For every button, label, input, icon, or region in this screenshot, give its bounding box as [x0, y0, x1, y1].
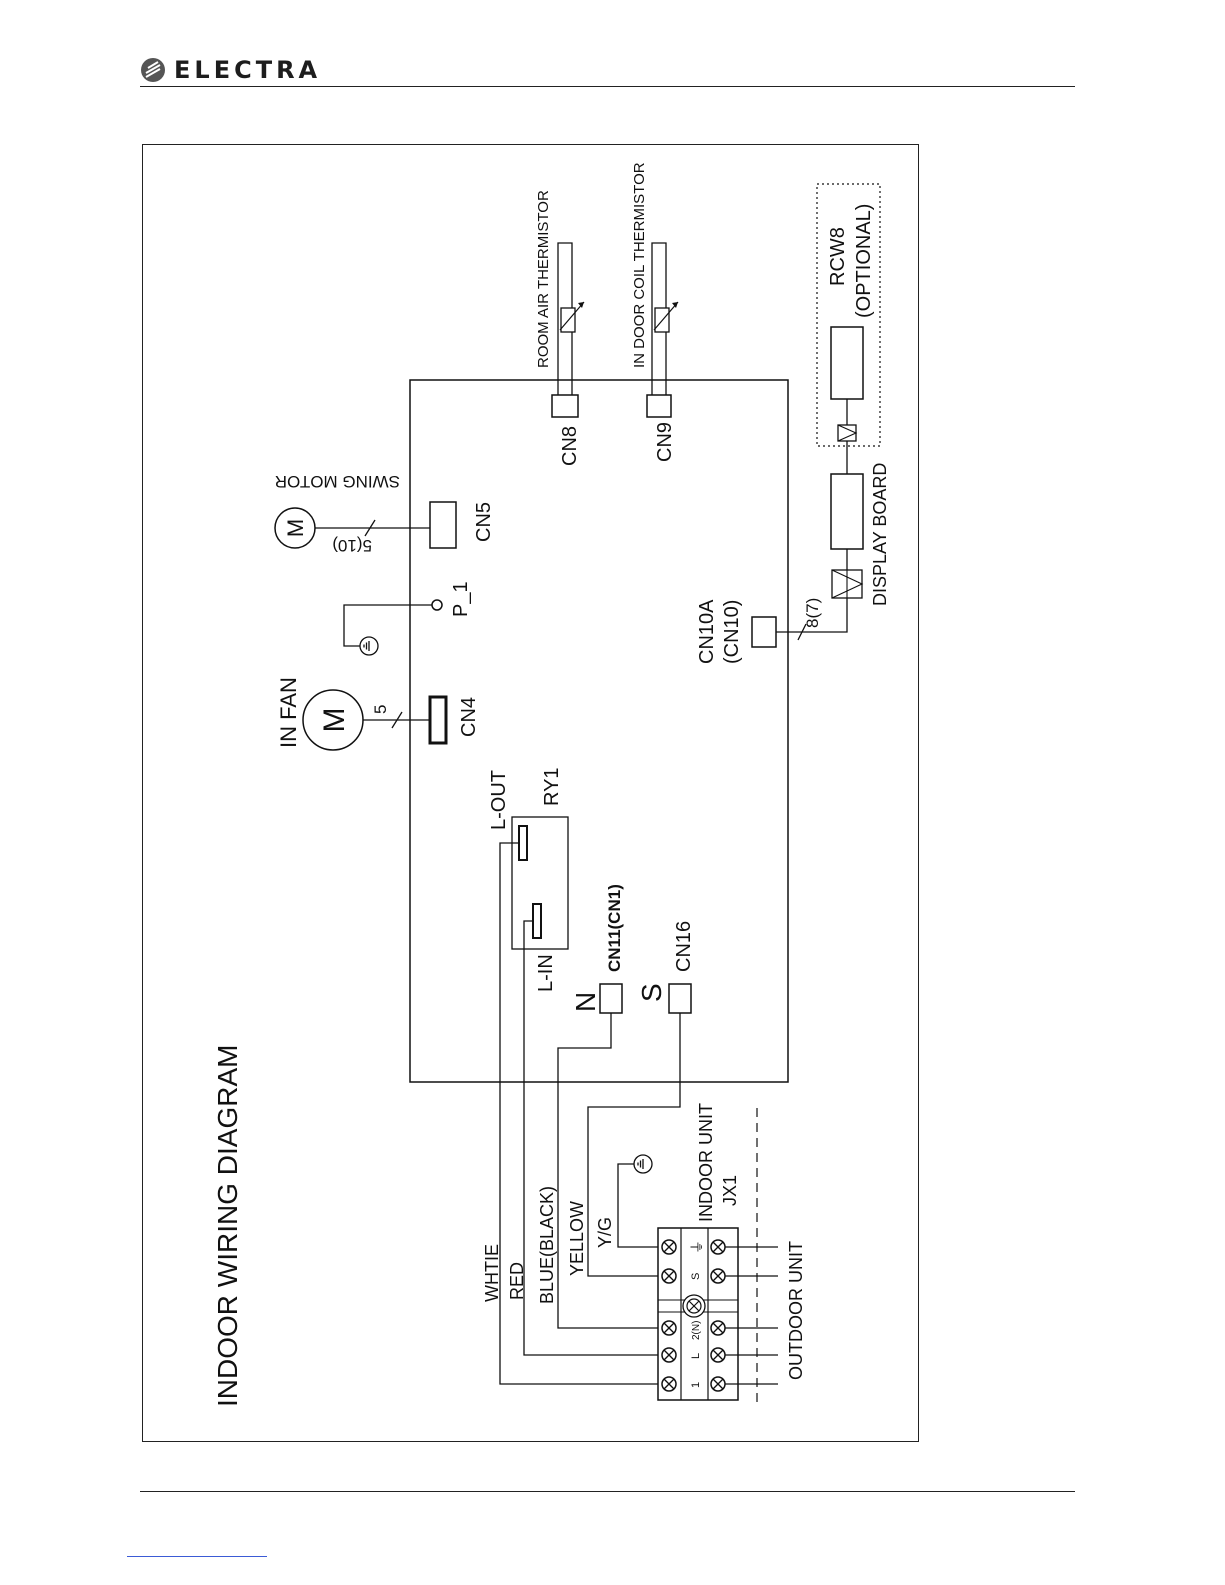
swing-motor-label: SWING MOTOR [275, 472, 400, 491]
in-fan-label: IN FAN [276, 677, 301, 748]
terminal-label-l: L [690, 1353, 702, 1359]
cn16-label: CN16 [673, 921, 695, 972]
n-label: N [570, 992, 601, 1012]
indoor-coil-thermistor-label: IN DOOR COIL THERMISTOR [631, 162, 648, 368]
terminal-label-s: S [690, 1273, 702, 1280]
cn10-label: (CN10) [721, 600, 743, 664]
wire-label-blue-black: BLUE(BLACK) [537, 1186, 557, 1304]
swing-wire-label: 5(10) [332, 536, 372, 555]
wire-label-whtie: WHTIE [482, 1244, 502, 1302]
cn9-connector [647, 395, 671, 417]
wire-label-yellow: YELLOW [567, 1201, 587, 1276]
p1-ground: P_1 [344, 581, 472, 655]
jx1-label: JX1 [720, 1175, 740, 1206]
relay-l-out-terminal [519, 826, 527, 860]
yg-ground-icon [634, 1155, 652, 1173]
p1-label: P_1 [450, 581, 472, 617]
cn10a-connector [752, 617, 776, 647]
outdoor-unit-label: OUTDOOR UNIT [786, 1241, 806, 1380]
fan-wire-label: 5 [371, 705, 390, 714]
rcw8-label: RCW8 [827, 227, 849, 286]
terminal-label-ground: ⏚ [689, 1240, 705, 1254]
indoor-fan-motor: M IN FAN 5 [276, 677, 430, 750]
cn11-connector [600, 984, 622, 1013]
terminal-block-jx1: 1 L 2(N) S ⏚ [658, 1228, 738, 1400]
wire-label-yg: Y/G [595, 1217, 615, 1248]
rcw8-plug [838, 425, 856, 441]
l-out-label: L-OUT [488, 770, 510, 830]
fan-motor-m: M [318, 708, 351, 733]
relay-l-in-terminal [533, 904, 541, 938]
display-board-label: DISPLAY BOARD [870, 463, 890, 606]
cn11-label: CN11(CN1) [605, 884, 624, 972]
indoor-unit-label: INDOOR UNIT [696, 1103, 716, 1222]
terminal-label-1: 1 [690, 1382, 702, 1388]
indoor-coil-thermistor: IN DOOR COIL THERMISTOR [631, 162, 678, 395]
display-wire-label: 8(7) [803, 598, 822, 628]
room-air-thermistor: ROOM AIR THERMISTOR [535, 190, 584, 395]
swing-motor-m: M [283, 519, 308, 537]
cn16-connector [669, 984, 691, 1013]
terminal-label-2n: 2(N) [691, 1321, 702, 1340]
swing-motor: M SWING MOTOR 5(10) [275, 472, 430, 555]
display-board [831, 474, 863, 549]
wire-label-red: RED [507, 1262, 527, 1300]
l-in-label: L-IN [535, 954, 557, 992]
room-air-thermistor-label: ROOM AIR THERMISTOR [535, 190, 552, 368]
cn5-connector [430, 502, 456, 548]
cn8-connector [552, 395, 578, 417]
ry1-label: RY1 [541, 767, 563, 806]
cn10a-label: CN10A [696, 599, 718, 664]
ground-icon [360, 637, 378, 655]
s-label: S [636, 983, 667, 1002]
rcw8-module [831, 327, 863, 399]
diagram-title: INDOOR WIRING DIAGRAM [212, 1045, 243, 1407]
cn8-label: CN8 [559, 426, 581, 466]
cn5-label: CN5 [473, 502, 495, 542]
optional-label: (OPTIONAL) [853, 204, 875, 318]
cn4-label: CN4 [458, 697, 480, 737]
cn9-label: CN9 [654, 422, 676, 462]
supply-wires [500, 843, 680, 1384]
cn4-connector [430, 697, 446, 743]
